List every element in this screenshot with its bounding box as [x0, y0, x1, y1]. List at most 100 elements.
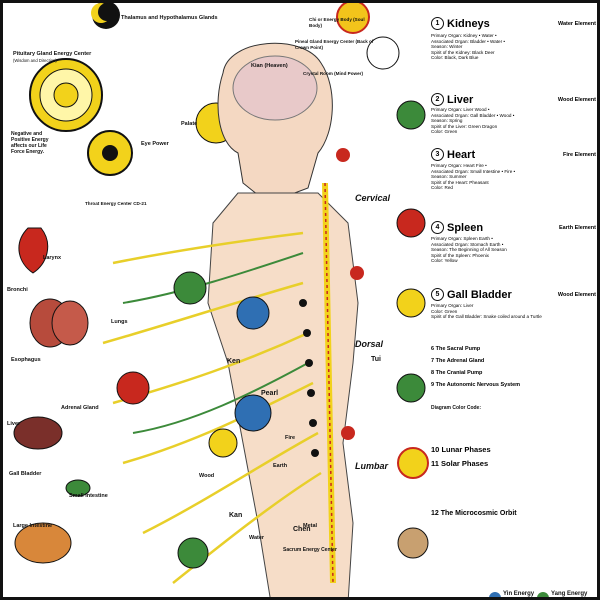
- organ-line: Spirit of the Kidney: Black Deer: [431, 49, 495, 55]
- organ-line: Season: Winter: [431, 44, 463, 50]
- item-title: The Microcosmic Orbit: [440, 510, 517, 517]
- organ-line: Associated Organ: Gall Bladder • Wood •: [431, 112, 515, 118]
- crystal-room-label: Crystal Room (Mind Power): [303, 71, 363, 76]
- water-label: Water: [249, 535, 265, 541]
- lungs-label: Lungs: [111, 319, 128, 325]
- palate-label: Palate: [181, 121, 198, 127]
- organ-line: Spirit of the Spleen: Phoenix: [431, 252, 489, 258]
- organ-line: Color: Green: [431, 308, 458, 314]
- organ-element: Fire Element: [562, 151, 596, 158]
- organ-line: Primary Organ: Liver Wood •: [431, 107, 490, 112]
- organ-header-spleen: 4 Spleen Earth Element: [431, 221, 596, 234]
- item-12: 12 The Microcosmic Orbit: [431, 510, 591, 517]
- item-title: Lunar Phases: [441, 445, 491, 454]
- organ-element: Water Element: [557, 20, 596, 27]
- item-title: The Cranial Pump: [435, 370, 483, 376]
- organ-line: Primary Organ: Kidney • Water •: [431, 33, 497, 38]
- heart-pheasant-icon: [396, 208, 426, 238]
- gall-bladder-label: Gall Bladder: [9, 471, 42, 477]
- organ-info-kidneys: Primary Organ: Kidney • Water • Associat…: [431, 33, 591, 61]
- bird-circle-icon: [236, 296, 270, 330]
- brain-shape: [232, 55, 318, 121]
- organ-element: Wood Element: [557, 96, 596, 103]
- organ-number: 4: [431, 221, 444, 234]
- item-title: The Autonomic Nervous System: [435, 382, 521, 388]
- organ-line: Primary Organ: Liver: [431, 303, 474, 308]
- item-10: 10 Lunar Phases: [431, 443, 591, 457]
- organ-name: Gall Bladder: [447, 288, 512, 301]
- organ-header-heart: 3 Heart Fire Element: [431, 148, 596, 161]
- diagram-color-code: Diagram Color Code:: [431, 405, 482, 411]
- liver-dragon-icon: [396, 100, 426, 130]
- organ-line: Color: Yellow: [431, 258, 458, 264]
- organ-info-spleen: Primary Organ: Spleen Earth • Associated…: [431, 236, 591, 264]
- metal-label: Metal: [303, 523, 318, 529]
- item-6: 6 The Sacral Pump: [431, 343, 591, 355]
- tui-label: Tui: [371, 356, 381, 363]
- organ-header-gall-bladder: 5 Gall Bladder Wood Element: [431, 288, 596, 301]
- organ-element: Earth Element: [559, 224, 596, 231]
- spirit-fetus-icon: [234, 394, 272, 432]
- chi-body-icon: [366, 36, 400, 70]
- organ-line: Season: Spring: [431, 118, 463, 124]
- gall-bladder-shape: [65, 479, 91, 497]
- yin-energy-label: Yin Energy: [503, 591, 535, 597]
- item-title: Solar Phases: [441, 459, 489, 468]
- numbered-items: 6 The Sacral Pump 7 The Adrenal Gland 8 …: [431, 343, 591, 391]
- item-number: 6: [431, 346, 435, 352]
- organ-name: Spleen: [447, 221, 484, 234]
- organ-line: Associated Organ: Stomach Earth •: [431, 241, 504, 247]
- wood-label: Wood: [199, 473, 215, 479]
- adrenal-label: Adrenal Gland: [61, 405, 99, 411]
- organ-header-kidneys: 1 Kidneys Water Element: [431, 17, 596, 30]
- organ-header-liver: 2 Liver Wood Element: [431, 93, 596, 106]
- organ-line: Associated Organ: Small Intestine • Fire…: [431, 168, 516, 174]
- organ-name: Heart: [447, 148, 476, 161]
- organ-line: Primary Organ: Heart Fire •: [431, 163, 487, 168]
- organ-name: Kidneys: [447, 17, 490, 30]
- crane-circle-icon: [173, 271, 207, 305]
- lunar-phase-dots: [299, 299, 319, 457]
- organ-line: Spirit of the Gall Bladder: Snake coiled…: [431, 314, 542, 320]
- eye-power-label: Eye Power: [141, 141, 169, 147]
- bronchi-label: Bronchi: [7, 287, 28, 293]
- body-silhouette: [207, 192, 359, 597]
- small-intestine-label: Small Intestine: [69, 493, 108, 499]
- organ-number: 3: [431, 148, 444, 161]
- item-number: 11: [431, 459, 439, 468]
- throat-center-label: Throat Energy Center CD-21: [85, 201, 147, 206]
- larynx-label: Larynx: [43, 255, 62, 261]
- pineal-title: Pineal Gland Energy Center (Back of Crow…: [295, 39, 374, 50]
- earth-label: Earth: [273, 463, 288, 469]
- esophagus-label: Esophagus: [11, 357, 41, 363]
- kan-label: Kan: [229, 512, 243, 519]
- item-number: 12: [431, 510, 439, 517]
- item-title: The Sacral Pump: [435, 346, 481, 352]
- item-number: 8: [431, 370, 435, 376]
- organ-number: 1: [431, 17, 444, 30]
- organ-info-liver: Primary Organ: Liver Wood • Associated O…: [431, 107, 591, 135]
- thalamus-title: Thalamus and Hypothalamus Glands: [121, 15, 218, 21]
- chi-soul-title: Chi or Energy Body (Soul Body): [309, 17, 365, 28]
- deer-circle-icon: [208, 428, 238, 458]
- flame-icon-2: [350, 266, 364, 280]
- item-8: 8 The Cranial Pump: [431, 367, 591, 379]
- phase-items: 10 Lunar Phases 11 Solar Phases: [431, 443, 591, 471]
- tiger-circle-icon: [116, 371, 150, 405]
- intestine-shape: [14, 522, 72, 564]
- organ-line: Spirit of the Liver: Green Dragon: [431, 123, 498, 129]
- organ-line: Color: Red: [431, 185, 453, 191]
- pituitary-left-title: Pituitary Gland Energy Center: [13, 51, 92, 57]
- yang-energy-label: Yang Energy: [551, 591, 588, 597]
- lumbar-label: Lumbar: [355, 461, 389, 471]
- item-number: 7: [431, 358, 435, 364]
- yang-icon: [537, 592, 549, 597]
- pituitary-left-sub: (Wisdom and Direction): [13, 58, 57, 63]
- item-number: 10: [431, 445, 440, 454]
- organ-info-gall-bladder: Primary Organ: Liver Color: Green Spirit…: [431, 303, 591, 320]
- solar-icon: [397, 447, 429, 479]
- sun-icon: [336, 3, 370, 34]
- item-11: 11 Solar Phases: [431, 457, 591, 471]
- liver-label: Liver: [7, 421, 21, 427]
